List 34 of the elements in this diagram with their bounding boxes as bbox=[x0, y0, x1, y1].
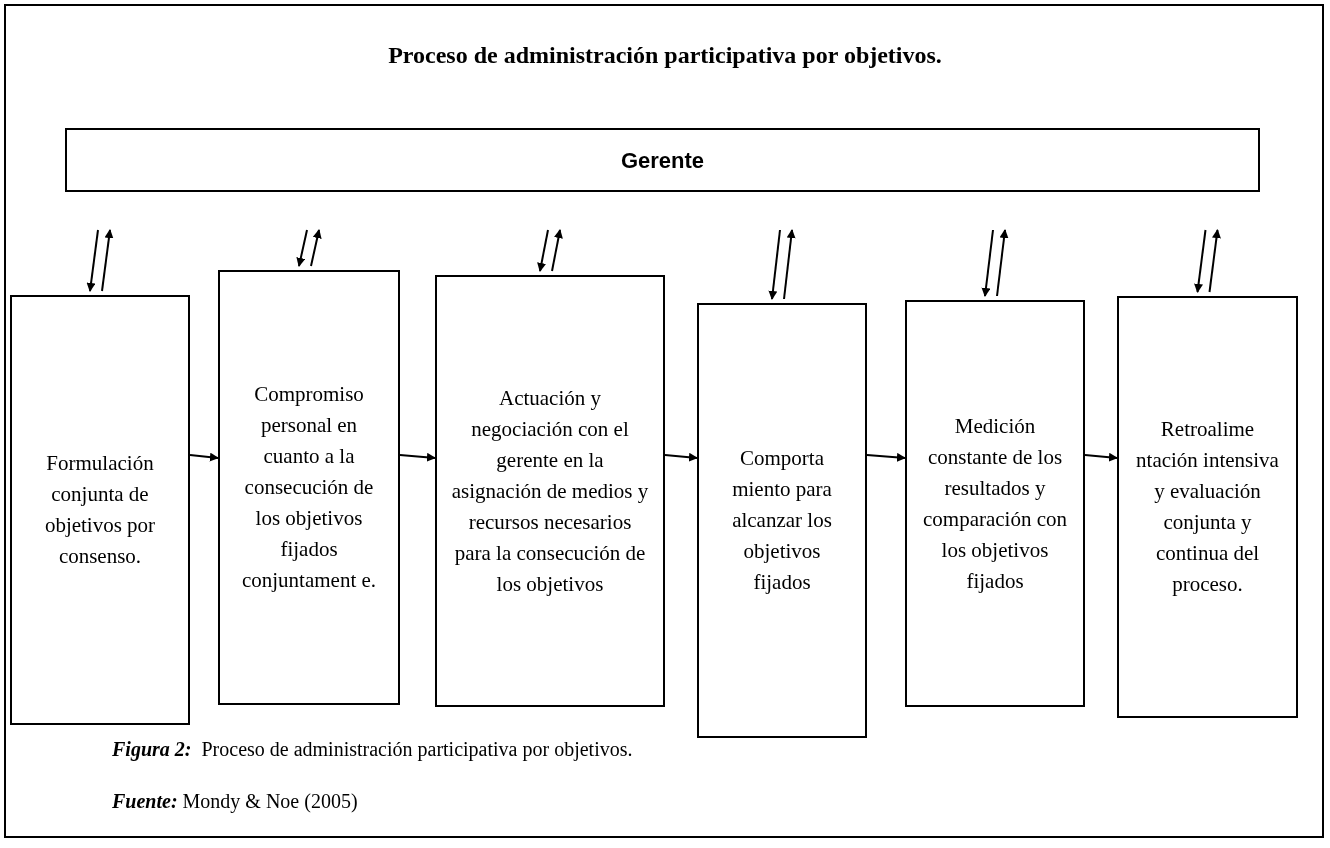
arrow bbox=[296, 229, 308, 267]
process-box bbox=[1117, 296, 1298, 718]
process-box bbox=[697, 303, 867, 738]
step-text: Retroalime ntación intensiva y evaluación conjunta y continua del proceso. bbox=[1135, 416, 1280, 598]
arrow bbox=[1208, 229, 1221, 293]
source-note: Fuente: Mondy & Noe (2005) bbox=[112, 790, 358, 813]
step-text: Actuación y negociación con el gerente en la asignación de medios y recursos necesarios para la consecución de los objetivos bbox=[450, 384, 650, 598]
arrow bbox=[866, 452, 906, 462]
arrow bbox=[664, 452, 698, 462]
arrow bbox=[399, 452, 436, 462]
process-box bbox=[905, 300, 1085, 707]
arrow bbox=[551, 229, 563, 272]
arrow bbox=[996, 229, 1009, 297]
arrow bbox=[768, 229, 781, 300]
step-text: Compromiso personal en cuanto a la consecución de los objetivos fijados conjuntament e. bbox=[240, 381, 378, 594]
header-box bbox=[65, 128, 1260, 192]
arrow bbox=[189, 452, 219, 462]
arrow bbox=[1194, 229, 1207, 293]
step-text: Formulación conjunta de objetivos por consenso. bbox=[43, 450, 157, 570]
process-box bbox=[10, 295, 190, 725]
arrow bbox=[1084, 452, 1118, 462]
step-text: Comporta miento para alcanzar los objetivos fijados bbox=[731, 445, 833, 596]
process-box bbox=[435, 275, 665, 707]
role-label: Gerente bbox=[619, 146, 706, 175]
arrow bbox=[86, 229, 99, 292]
arrow bbox=[310, 229, 322, 267]
step-text: Medición constante de los resultados y comparación con los objetivos fijados bbox=[922, 412, 1068, 595]
arrow bbox=[101, 229, 114, 292]
process-box bbox=[218, 270, 400, 705]
arrow bbox=[783, 229, 796, 300]
arrow bbox=[537, 229, 549, 272]
diagram-title: Proceso de administración participativa por objetivos. bbox=[387, 42, 943, 69]
figure-caption: Figura 2: Proceso de administración participativa por objetivos. bbox=[112, 738, 633, 761]
arrow bbox=[981, 229, 994, 297]
